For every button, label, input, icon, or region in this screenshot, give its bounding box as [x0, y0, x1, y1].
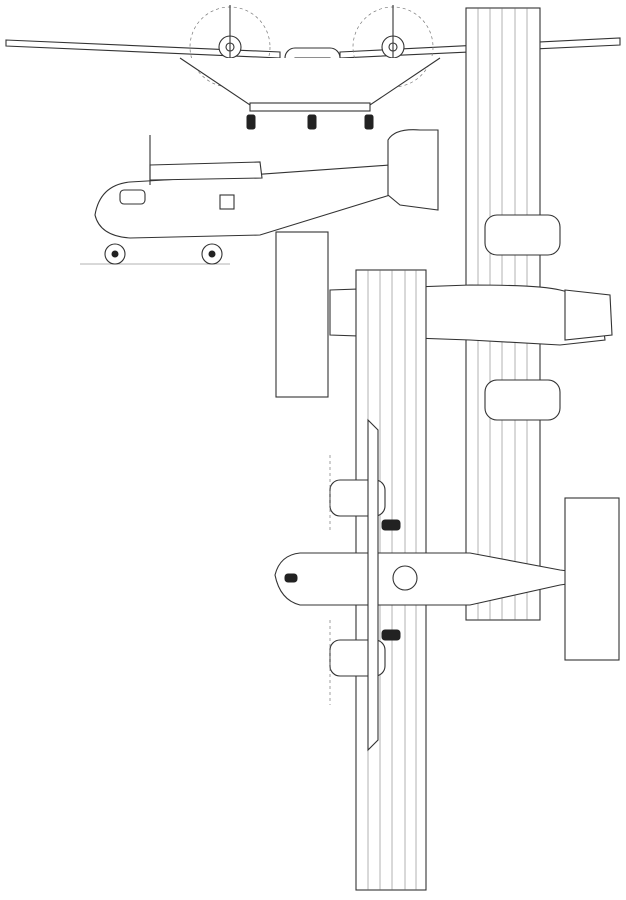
top-view	[275, 7, 613, 621]
bottom-view	[274, 269, 620, 891]
side-view	[80, 129, 439, 265]
